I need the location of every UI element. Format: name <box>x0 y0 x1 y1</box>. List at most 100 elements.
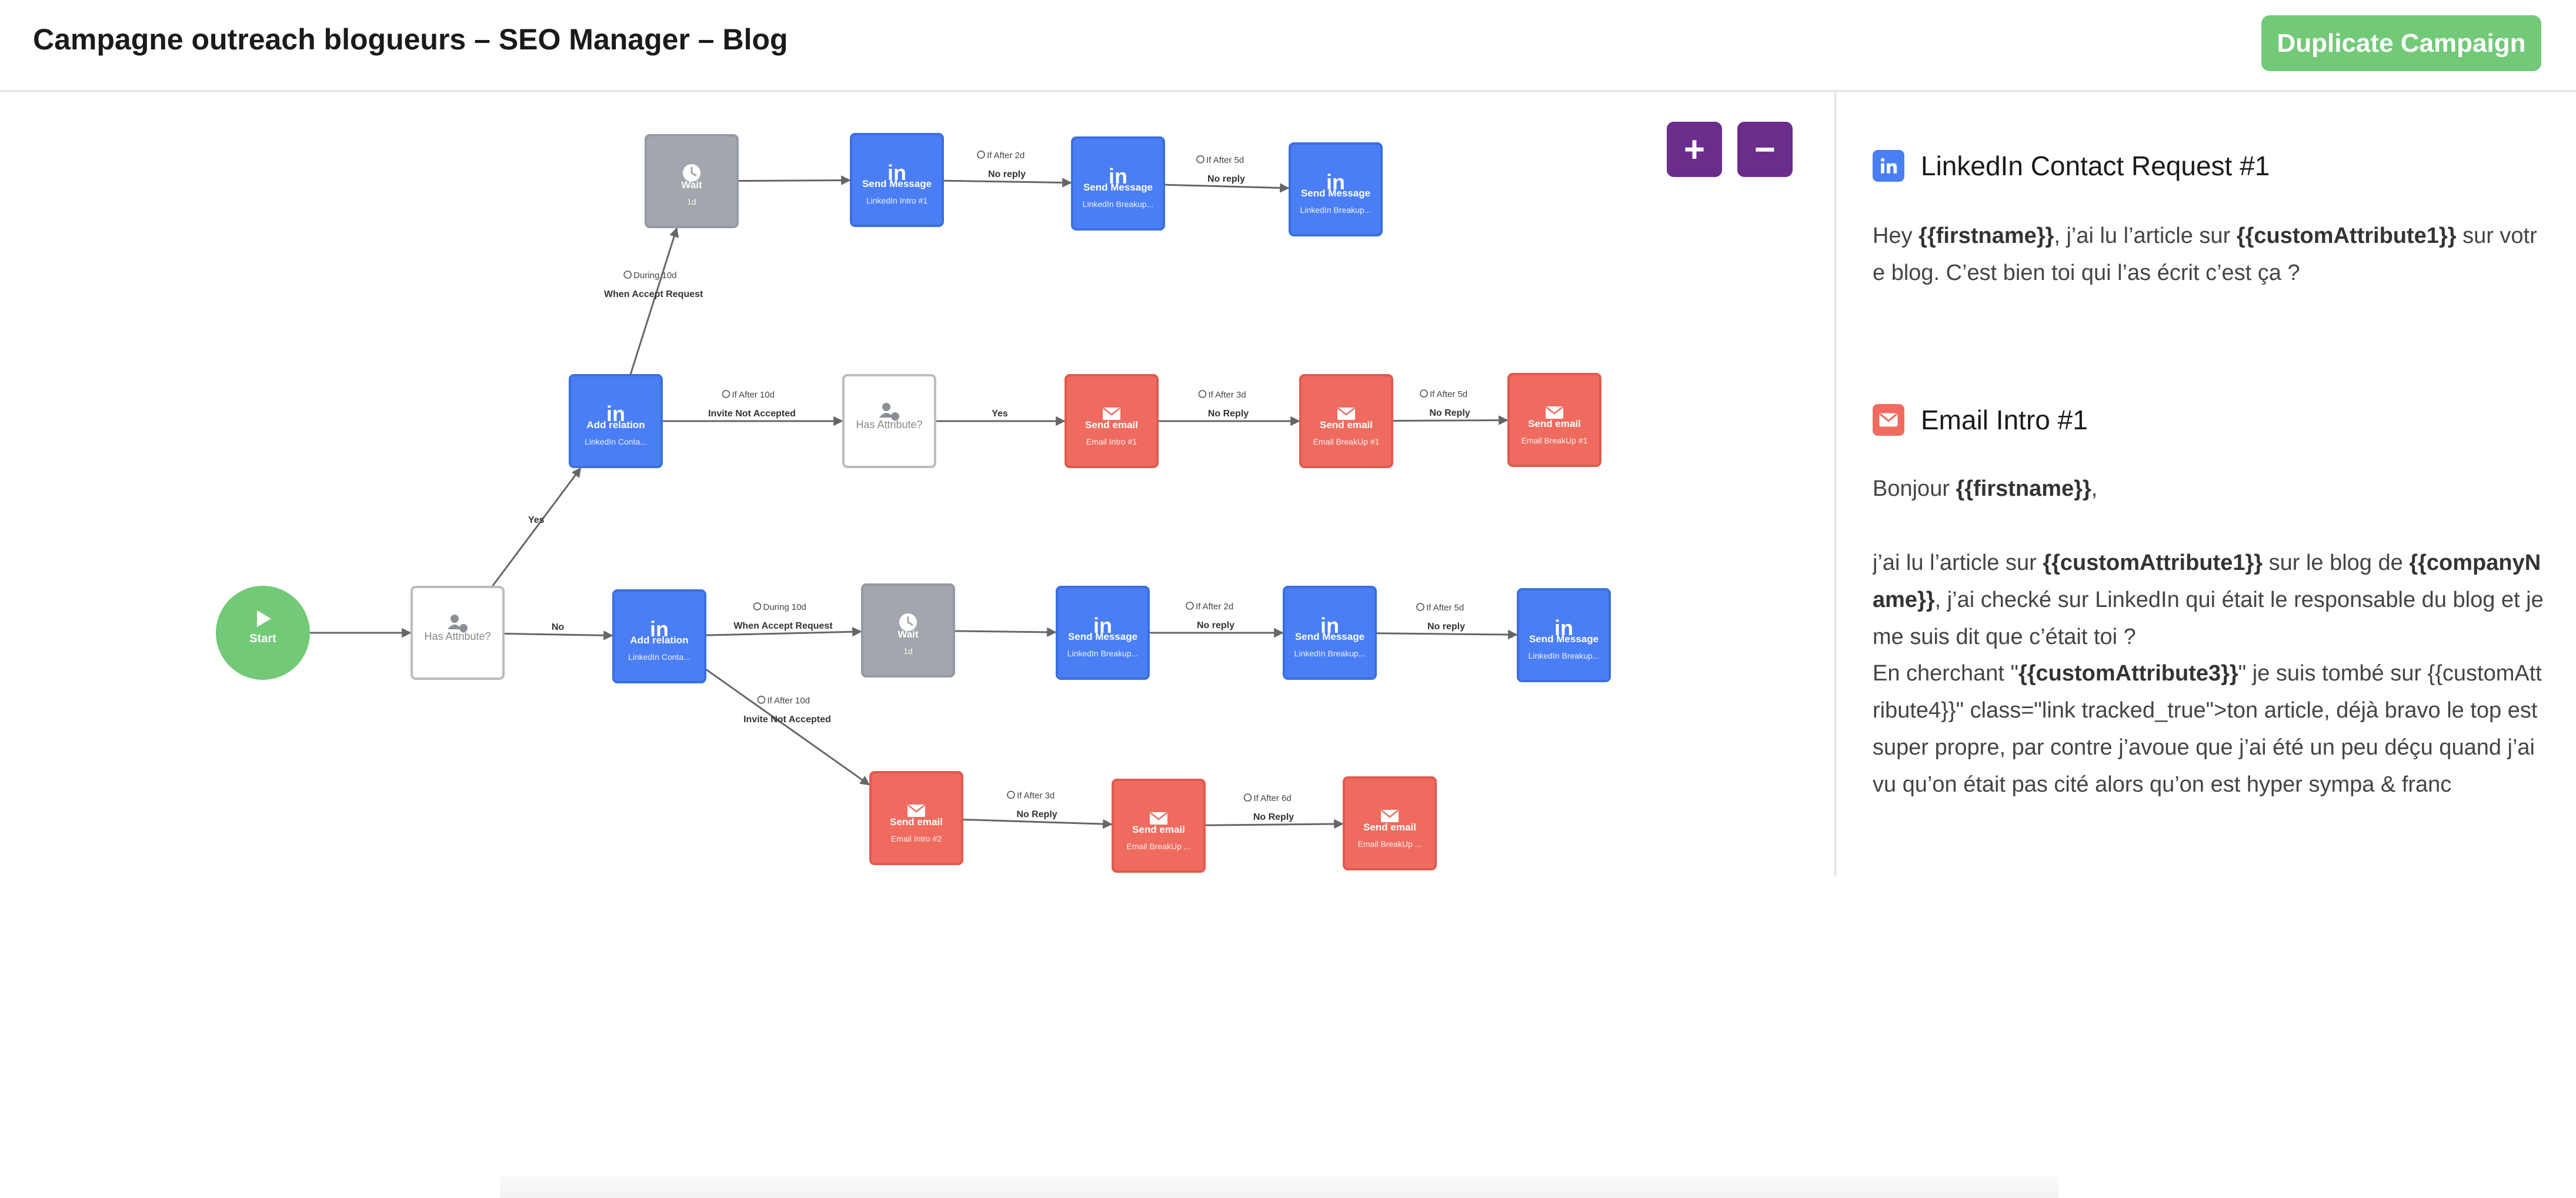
node-box[interactable] <box>1299 374 1393 468</box>
zoom-in-button[interactable]: + <box>1667 122 1722 177</box>
linkedin-icon: in <box>1320 613 1339 638</box>
edge-condition: If After 6d <box>1254 793 1292 803</box>
node-box[interactable] <box>1071 136 1165 231</box>
node-sublabel: LinkedIn Breakup... <box>1300 205 1372 215</box>
edge-label: Yes <box>528 515 545 525</box>
user-info-icon <box>448 615 468 632</box>
template-variable: {{customAttribute1}} <box>2236 223 2457 248</box>
edge-line <box>1392 415 1509 425</box>
node-label: Send email <box>1085 419 1138 431</box>
page-title: Campagne outreach blogueurs – SEO Manage… <box>33 23 788 56</box>
edge-label: No reply <box>1197 620 1234 630</box>
edge-condition: During 10d <box>633 271 676 281</box>
node-sublabel: LinkedIn Breakup... <box>1529 651 1600 660</box>
email-text-segment: " je suis tombé sur {{customAttribute4}}… <box>1873 661 2542 797</box>
edge-label: No Reply <box>1253 812 1294 822</box>
node-sublabel: LinkedIn Breakup... <box>1067 649 1139 658</box>
linkedin-icon: in <box>650 617 669 641</box>
flow-node-condition[interactable]: Has Attribute? <box>411 586 505 680</box>
node-label: Send email <box>1132 824 1185 835</box>
template-variable: {{firstname}} <box>1956 476 2091 501</box>
edge-condition: If After 3d <box>1209 390 1246 400</box>
node-sublabel: LinkedIn Conta... <box>628 652 690 662</box>
node-sublabel: LinkedIn Breakup... <box>1083 199 1154 209</box>
email-text-segment: sur le blog de <box>2263 550 2410 575</box>
linkedin-icon <box>1873 150 1904 182</box>
edge-label: No reply <box>988 169 1026 179</box>
node-box[interactable] <box>1056 586 1150 680</box>
linkedin-message-text: Hey {{firstname}}, j’ai lu l’article sur… <box>1873 218 2549 292</box>
node-box[interactable] <box>1517 588 1611 682</box>
edge-line <box>705 626 862 637</box>
flow-edge: If After 2d No reply <box>1149 602 1284 638</box>
node-box[interactable] <box>869 771 963 865</box>
flow-node-condition[interactable]: Has Attribute? <box>842 374 936 468</box>
linkedin-text-segment: , j’ai lu l’article sur <box>2054 223 2237 248</box>
node-box[interactable] <box>411 586 505 680</box>
condition-clock-icon <box>1196 155 1204 163</box>
node-box[interactable] <box>1283 586 1377 680</box>
mail-icon <box>1873 404 1904 436</box>
edge-line <box>953 627 1057 638</box>
email-section-title: Email Intro #1 <box>1921 405 2088 435</box>
node-box[interactable] <box>1289 142 1383 236</box>
edge-condition: If After 2d <box>987 151 1025 161</box>
zoom-out-button[interactable]: − <box>1737 122 1793 177</box>
flow-edge: No <box>503 622 613 640</box>
edge-label: Yes <box>992 409 1008 419</box>
edge-condition: If After 2d <box>1196 602 1233 612</box>
flow-edge <box>953 627 1057 638</box>
node-label: Send Message <box>1301 188 1370 199</box>
edge-line <box>1163 183 1290 193</box>
node-label: Send Message <box>1529 633 1599 645</box>
bottom-shadow <box>500 1176 2058 1198</box>
template-variable: {{firstname}} <box>1918 223 2054 248</box>
flow-node-start[interactable]: Start <box>216 586 310 680</box>
node-box[interactable] <box>612 589 706 683</box>
node-sublabel: LinkedIn Conta... <box>585 437 647 446</box>
node-box[interactable] <box>1065 374 1159 468</box>
node-box[interactable] <box>569 374 663 468</box>
duplicate-campaign-button[interactable]: Duplicate Campaign <box>2261 15 2541 71</box>
flow-edge <box>737 175 851 185</box>
condition-clock-icon <box>753 602 762 610</box>
clock-icon <box>683 164 700 182</box>
user-info-icon <box>879 403 899 421</box>
message-preview-panel: LinkedIn Contact Request #1 Hey {{firstn… <box>1873 92 2549 876</box>
edge-label: No Reply <box>1016 809 1057 819</box>
node-label: Has Attribute? <box>424 630 490 642</box>
node-box[interactable] <box>1343 776 1437 870</box>
node-box[interactable] <box>1112 779 1206 873</box>
edge-condition: If After 10d <box>768 696 810 706</box>
node-label: Add relation <box>586 419 645 431</box>
node-box[interactable] <box>850 133 944 227</box>
node-sublabel: 1d <box>903 646 913 656</box>
node-box[interactable] <box>1507 373 1601 467</box>
node-box[interactable] <box>842 374 936 468</box>
node-sublabel: Email BreakUp ... <box>1127 842 1191 851</box>
linkedin-icon: in <box>1109 164 1127 188</box>
start-node-circle[interactable] <box>216 586 310 680</box>
edge-label: No reply <box>1207 174 1245 184</box>
linkedin-section-header: LinkedIn Contact Request #1 <box>1873 150 2270 182</box>
